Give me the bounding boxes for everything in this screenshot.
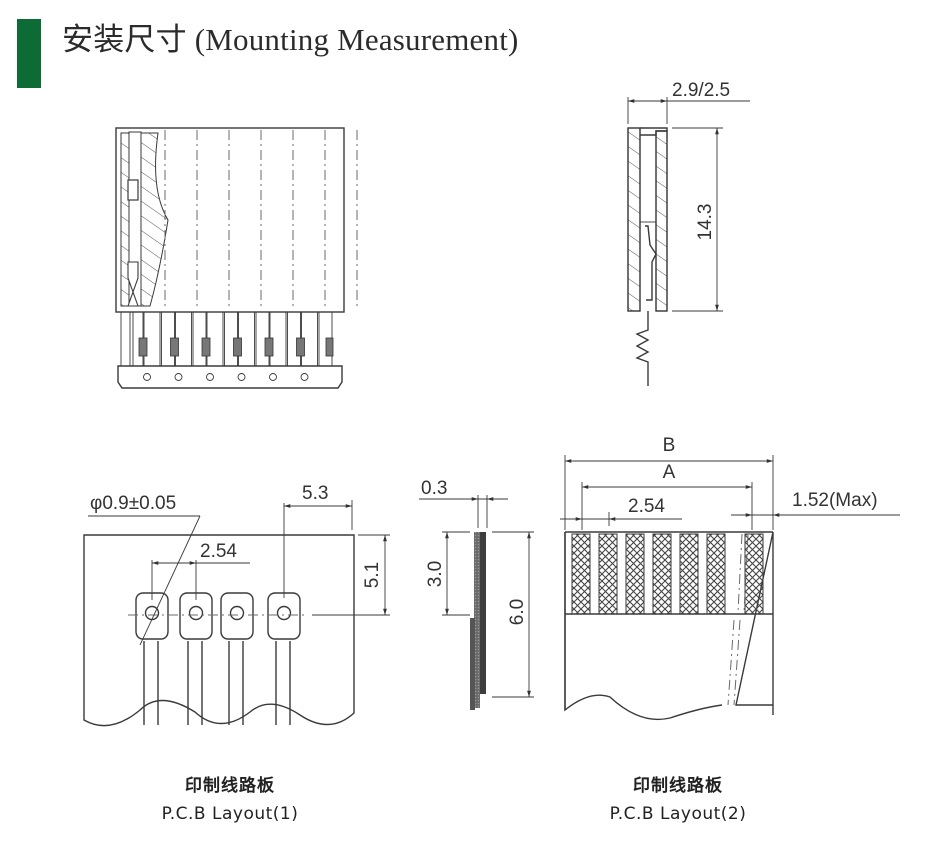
max-gap-label: 1.52(Max): [792, 490, 878, 511]
pad-hole: [229, 605, 245, 621]
front-view: [115, 127, 358, 389]
pcb-layout-1: φ0.9±0.05 2.54 5.3 5.1: [83, 483, 390, 727]
carrier-hole: [237, 373, 246, 381]
pcb-layout-2: B A 2.54 1.52(Max): [560, 435, 900, 721]
caption-pcb-layout-1: 印制线路板 P.C.B Layout(1): [130, 771, 330, 824]
contact-finger: [598, 533, 618, 615]
contact-finger: [571, 533, 591, 615]
contact-finger: [652, 533, 672, 615]
pad-trace: [275, 641, 291, 725]
terminal-crimp: [264, 337, 274, 357]
contact-finger: [679, 533, 699, 615]
carrier-hole: [143, 373, 151, 381]
contact-finger: [625, 533, 645, 615]
fpc-contact-label: 3.0: [425, 561, 446, 587]
cutaway-hatch: [120, 132, 169, 307]
pcb1-edge-label: 5.3: [302, 483, 328, 504]
fpc-thickness-label: 0.3: [421, 478, 447, 499]
pad-hole: [188, 605, 204, 621]
side-view: 2.9/2.5 14.3: [627, 80, 750, 386]
terminal-crimp: [233, 337, 242, 357]
solder-pad: [267, 592, 301, 640]
carrier-hole: [269, 373, 277, 381]
fpc-side-view: 0.3 3.0 6.0: [419, 478, 534, 710]
caption-pcb-layout-2: 印制线路板 P.C.B Layout(2): [578, 771, 778, 824]
dim-a-label: A: [663, 462, 676, 483]
terminal-leg: [120, 311, 134, 367]
fpc-conductor: [474, 532, 480, 708]
pad-hole: [276, 605, 292, 621]
pad-trace: [228, 641, 244, 725]
side-wall-left: [627, 127, 641, 312]
terminal-crimp: [138, 337, 148, 357]
dim-b-label: B: [663, 435, 676, 456]
fpc-length-label: 6.0: [507, 599, 528, 625]
pad-trace: [187, 641, 203, 725]
side-wall-right: [655, 130, 668, 312]
carrier-hole: [300, 373, 309, 381]
pcb-outline: [83, 534, 355, 727]
caption-cn: 印制线路板: [185, 776, 275, 796]
section-title: 安装尺寸 (Mounting Measurement): [62, 22, 519, 57]
fpc-stiffener: [480, 532, 486, 694]
contact-finger: [744, 533, 764, 615]
contact-finger: [706, 533, 726, 615]
solder-pad: [220, 592, 254, 640]
pcb2-pitch-label: 2.54: [628, 496, 665, 517]
terminal-crimp: [170, 337, 179, 357]
carrier-hole: [174, 373, 183, 381]
carrier-strip: [117, 365, 343, 389]
terminal-crimp: [296, 337, 305, 357]
side-height-label: 14.3: [695, 204, 716, 241]
section-accent-bar: [17, 19, 41, 88]
terminal-crimp: [201, 337, 211, 357]
hole-diameter-label: φ0.9±0.05: [90, 493, 176, 514]
pcb1-pitch-label: 2.54: [200, 541, 237, 562]
side-width-label: 2.9/2.5: [672, 80, 730, 101]
pad-trace: [143, 641, 159, 725]
contact-spring: [127, 261, 139, 307]
caption-en: P.C.B Layout(1): [161, 804, 299, 824]
caption-en: P.C.B Layout(2): [609, 804, 747, 824]
carrier-hole: [206, 373, 214, 381]
pcb1-depth-label: 5.1: [362, 562, 383, 588]
latch-window: [127, 179, 139, 201]
caption-cn: 印制线路板: [633, 776, 723, 796]
terminal-crimp: [325, 337, 334, 357]
